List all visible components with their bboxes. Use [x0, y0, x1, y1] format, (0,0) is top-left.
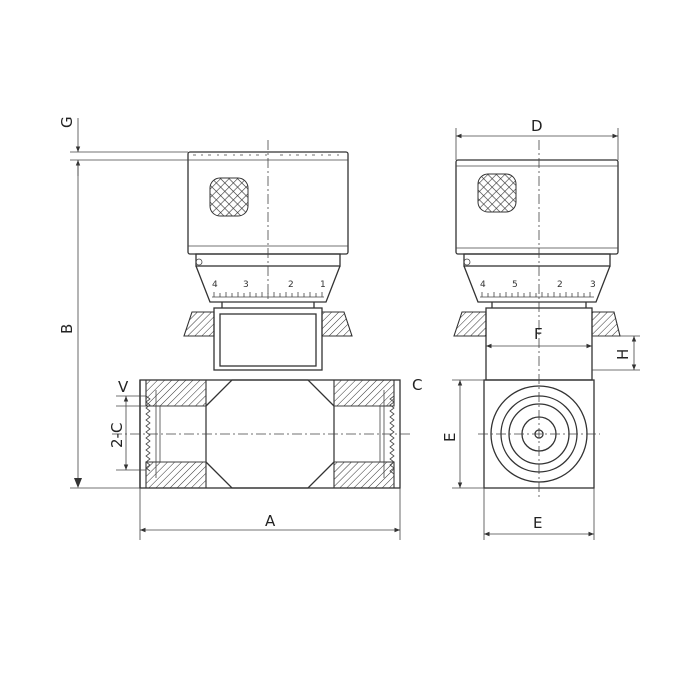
dim-label-E-height: E: [441, 433, 459, 442]
dial-number: 2: [557, 280, 563, 290]
dim-label-port: 2-C: [108, 423, 126, 448]
dial-number: 1: [320, 280, 326, 290]
grip-mesh-icon: [477, 173, 517, 213]
dim-label-B: B: [58, 324, 76, 334]
dim-label-C: C: [412, 376, 422, 394]
side-dial: 4 5 2 3: [463, 253, 611, 303]
dim-label-G: G: [58, 116, 76, 128]
front-body: [139, 379, 401, 489]
dial-number: 5: [512, 280, 518, 290]
front-view: 4 3 2 1: [112, 140, 412, 489]
dial-ticks-front: [213, 292, 323, 297]
grip-mesh-icon: [209, 177, 249, 217]
dial-number: 3: [243, 280, 249, 290]
side-knob: [455, 159, 619, 255]
side-dimensions: D F H E E: [441, 117, 640, 540]
dim-label-E-width: E: [533, 514, 542, 532]
dial-ticks-side: [481, 292, 591, 297]
front-bonnet: [183, 302, 353, 371]
front-dimensions: G B V 2-C C A: [58, 116, 422, 540]
dim-label-D: D: [531, 117, 543, 135]
dim-label-F: F: [534, 325, 543, 343]
dial-number: 3: [590, 280, 596, 290]
side-view: 4 5 2 3: [453, 140, 621, 500]
dial-number: 4: [212, 280, 218, 290]
dim-label-H: H: [614, 349, 632, 360]
dial-number: 4: [480, 280, 486, 290]
dim-label-V: V: [118, 378, 129, 396]
dial-number: 2: [288, 280, 294, 290]
dim-label-A: A: [265, 512, 276, 530]
side-bonnet: [453, 302, 621, 381]
